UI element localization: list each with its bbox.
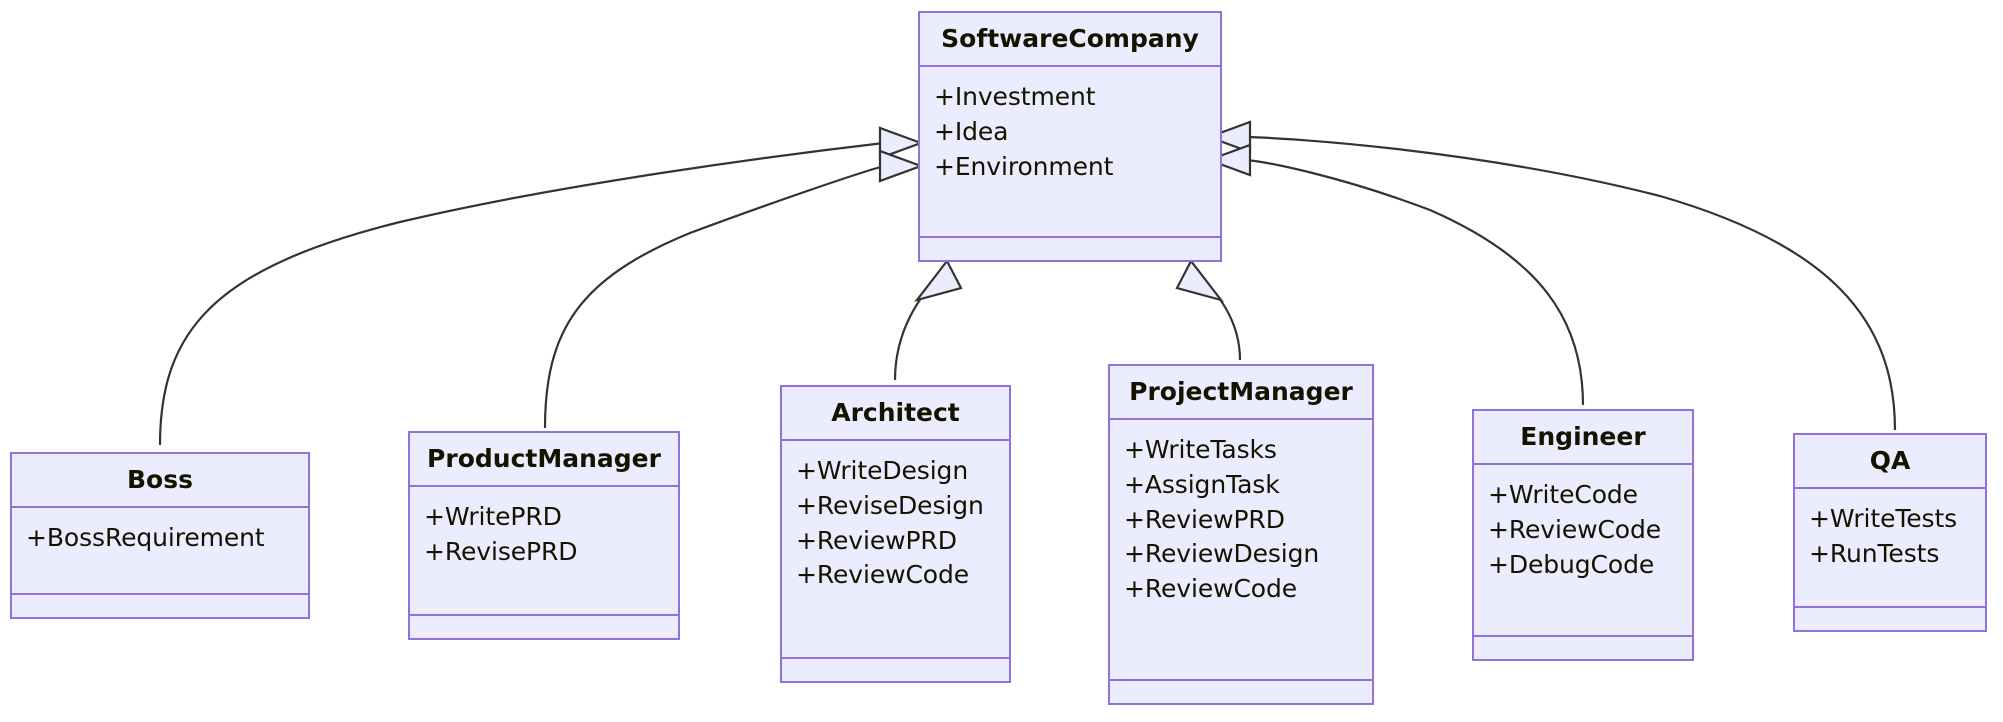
class-attribute: +AssignTask — [1124, 469, 1280, 499]
class-attribute: +Idea — [934, 116, 1009, 146]
class-attributes-engineer: +WriteCode +ReviewCode +DebugCode — [1474, 465, 1692, 637]
class-methods-engineer — [1474, 637, 1692, 659]
class-attribute: +Investment — [934, 82, 1096, 111]
class-attribute: +WritePRD — [424, 502, 562, 531]
class-attribute: +WriteCode — [1488, 480, 1638, 509]
class-attributes-qa: +WriteTests +RunTests — [1795, 489, 1985, 608]
edge-architect-to-softwarecompany — [893, 271, 943, 381]
class-attribute: +Environment — [934, 151, 1114, 181]
class-attribute: +DebugCode — [1488, 549, 1655, 579]
class-attribute: +ReviewPRD — [1124, 504, 1285, 534]
class-attribute: +BossRequirement — [26, 523, 265, 552]
class-attribute: +ReviewDesign — [1124, 539, 1320, 569]
class-attribute: +WriteTasks — [1124, 435, 1277, 464]
class-title-architect: Architect — [782, 387, 1009, 441]
edge-projectmanager-to-softwarecompany — [1195, 271, 1242, 361]
class-attribute: +WriteDesign — [796, 456, 969, 485]
class-attribute: +ReviewCode — [796, 560, 970, 590]
class-attribute: +RevisePRD — [424, 536, 578, 566]
class-title-engineer: Engineer — [1474, 411, 1692, 465]
class-methods-boss — [12, 595, 308, 617]
class-attribute: +ReviewCode — [1124, 574, 1298, 603]
class-attributes-boss: +BossRequirement — [12, 508, 308, 595]
arrowhead-boss — [878, 126, 925, 160]
arrowhead-architect — [914, 258, 963, 302]
arrowhead-projectmanager — [1175, 258, 1224, 302]
class-methods-architect — [782, 659, 1009, 681]
class-methods-projectmanager — [1110, 681, 1372, 703]
class-box-projectmanager[interactable]: ProjectManager +WriteTasks +AssignTask +… — [1108, 364, 1374, 705]
class-box-boss[interactable]: Boss +BossRequirement — [10, 452, 310, 619]
class-methods-softwarecompany — [920, 238, 1220, 260]
class-attribute: +ReviewPRD — [796, 525, 957, 555]
class-methods-qa — [1795, 608, 1985, 630]
class-attributes-architect: +WriteDesign +ReviseDesign +ReviewPRD +R… — [782, 441, 1009, 659]
class-attributes-productmanager: +WritePRD +RevisePRD — [410, 487, 678, 616]
class-title-qa: QA — [1795, 435, 1985, 489]
class-box-softwarecompany[interactable]: SoftwareCompany +Investment +Idea +Envir… — [918, 11, 1222, 262]
class-title-softwarecompany: SoftwareCompany — [920, 13, 1220, 67]
class-box-architect[interactable]: Architect +WriteDesign +ReviseDesign +Re… — [780, 385, 1011, 683]
class-box-qa[interactable]: QA +WriteTests +RunTests — [1793, 433, 1987, 632]
class-title-projectmanager: ProjectManager — [1110, 366, 1372, 420]
class-box-engineer[interactable]: Engineer +WriteCode +ReviewCode +DebugCo… — [1472, 409, 1694, 661]
class-attribute: +ReviewCode — [1488, 514, 1662, 544]
class-box-productmanager[interactable]: ProductManager +WritePRD +RevisePRD — [408, 431, 680, 640]
class-attribute: +ReviseDesign — [796, 490, 984, 520]
class-attributes-softwarecompany: +Investment +Idea +Environment — [920, 67, 1220, 238]
class-title-productmanager: ProductManager — [410, 433, 678, 487]
edge-boss-to-softwarecompany — [158, 141, 885, 446]
class-attribute: +WriteTests — [1809, 504, 1958, 533]
arrowhead-productmanager — [878, 149, 925, 183]
class-methods-productmanager — [410, 616, 678, 638]
class-title-boss: Boss — [12, 454, 308, 508]
class-attributes-projectmanager: +WriteTasks +AssignTask +ReviewPRD +Revi… — [1110, 420, 1372, 681]
class-attribute: +RunTests — [1809, 538, 1940, 568]
